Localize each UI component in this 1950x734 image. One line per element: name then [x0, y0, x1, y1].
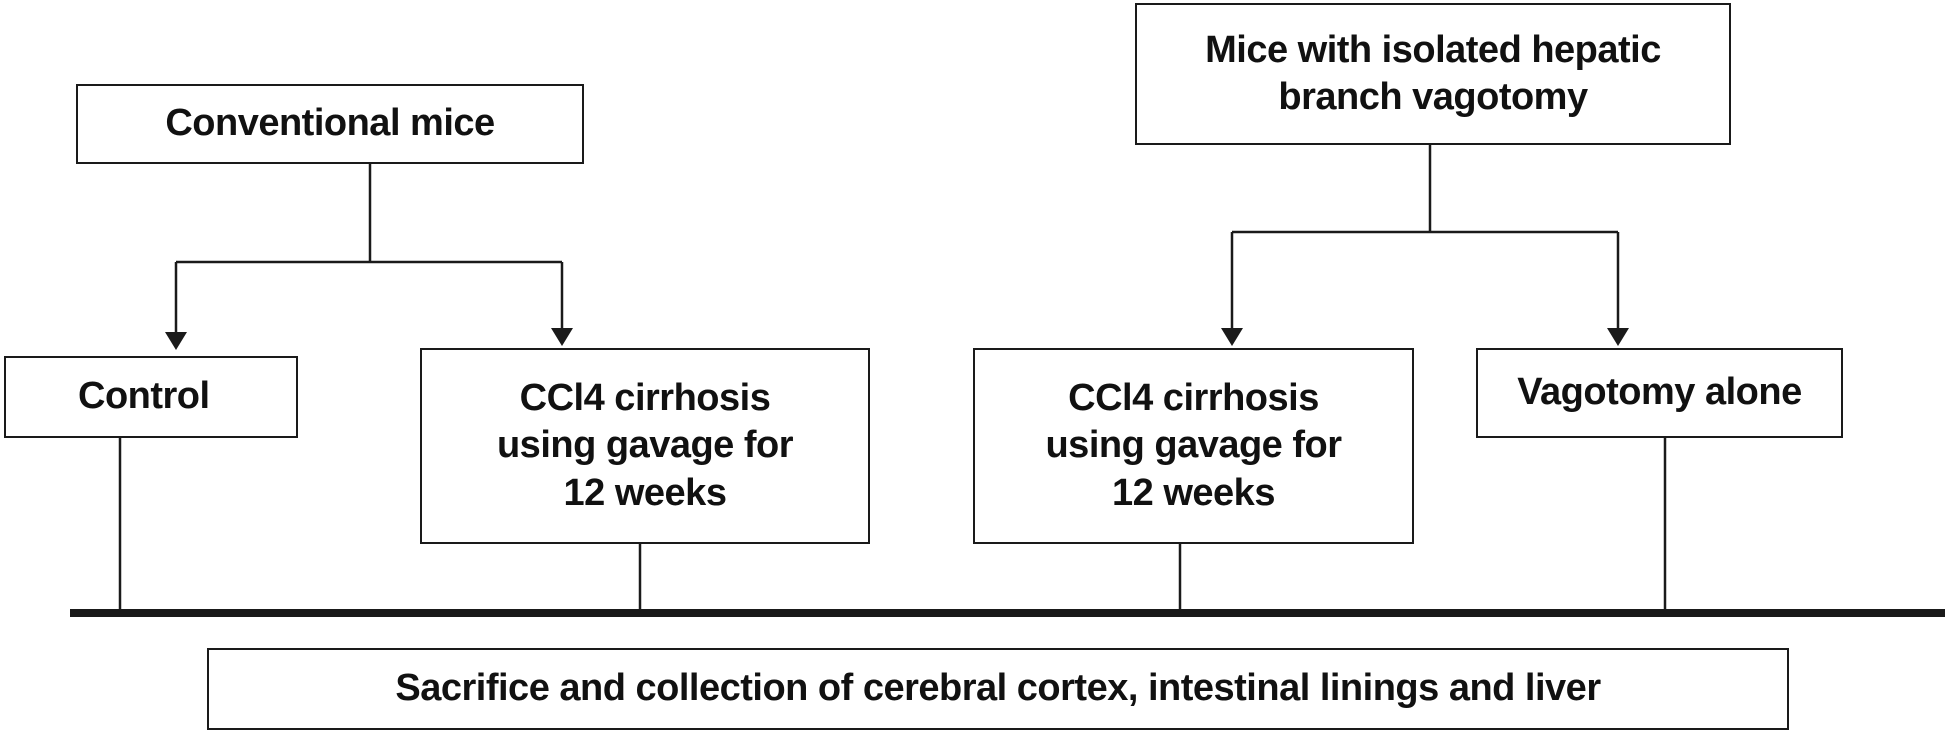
sacrifice-box: Sacrifice and collection of cerebral cor… — [207, 648, 1789, 730]
control-label: Control — [78, 375, 210, 418]
conventional-mice-box: Conventional mice — [76, 84, 584, 164]
vagotomy-alone-box: Vagotomy alone — [1476, 348, 1843, 438]
ccl4-conventional-label: CCl4 cirrhosis using gavage for 12 weeks — [496, 376, 794, 514]
arrowhead-ccl4-conventional — [551, 328, 573, 346]
arrowhead-ccl4-vagotomy — [1221, 328, 1243, 346]
ccl4-conventional-box: CCl4 cirrhosis using gavage for 12 weeks — [420, 348, 870, 544]
arrowhead-vagotomy-alone — [1607, 328, 1629, 346]
vagotomy-alone-label: Vagotomy alone — [1517, 371, 1802, 414]
sacrifice-label: Sacrifice and collection of cerebral cor… — [395, 667, 1601, 710]
arrowhead-control — [165, 332, 187, 350]
control-box: Control — [4, 356, 298, 438]
timeline-bar — [70, 609, 1945, 617]
ccl4-vagotomy-box: CCl4 cirrhosis using gavage for 12 weeks — [973, 348, 1414, 544]
vagotomy-mice-box: Mice with isolated hepatic branch vagoto… — [1135, 3, 1731, 145]
vagotomy-mice-label: Mice with isolated hepatic branch vagoto… — [1205, 28, 1661, 119]
conventional-mice-label: Conventional mice — [165, 102, 495, 145]
ccl4-vagotomy-label: CCl4 cirrhosis using gavage for 12 weeks — [1045, 376, 1342, 514]
